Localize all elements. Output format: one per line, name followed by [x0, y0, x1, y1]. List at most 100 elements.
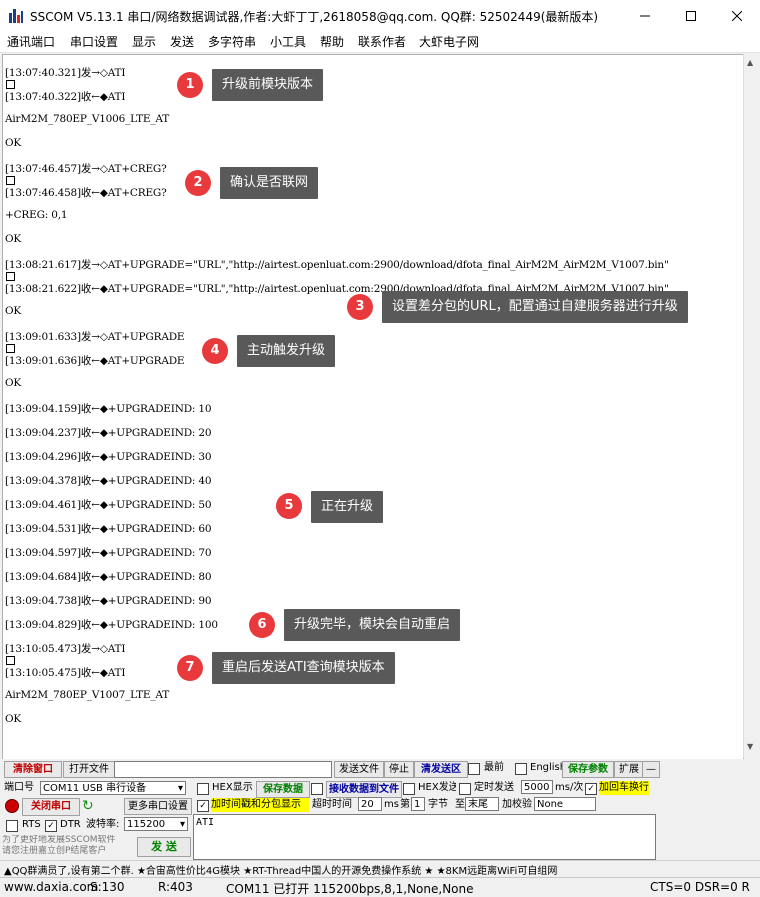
menu-help[interactable]: 帮助	[320, 35, 345, 49]
timeout-unit: ms	[384, 799, 399, 810]
log-line: OK	[5, 137, 22, 149]
received-count: R:403	[158, 880, 193, 894]
english-label: English	[530, 762, 567, 773]
log-line: [13:09:04.237]收←◆+UPGRADEIND: 20	[5, 427, 212, 439]
signal-status: CTS=0 DSR=0 R	[650, 880, 750, 894]
menu-display[interactable]: 显示	[132, 35, 157, 49]
website-link[interactable]: www.daxia.com	[4, 880, 99, 894]
dtr-checkbox[interactable]: ✓	[45, 820, 57, 832]
log-line: AirM2M_780EP_V1007_LTE_AT	[5, 689, 170, 701]
clear-window-button[interactable]: 清除窗口	[4, 761, 62, 778]
menu-send[interactable]: 发送	[170, 35, 195, 49]
log-line: [13:07:46.458]收←◆AT+CREG?	[5, 187, 167, 199]
log-line: OK	[5, 233, 22, 245]
rts-label: RTS	[22, 819, 41, 830]
log-line: +CREG: 0,1	[5, 209, 68, 221]
log-line: OK	[5, 377, 22, 389]
refresh-icon[interactable]: ↻	[82, 798, 94, 814]
scroll-down-icon[interactable]: ▼	[747, 742, 754, 751]
hex-send-label: HEX发送	[418, 782, 456, 793]
receive-to-file-checkbox[interactable]	[311, 783, 323, 795]
log-line: [13:09:04.597]收←◆+UPGRADEIND: 70	[5, 547, 212, 559]
send-button[interactable]: 发 送	[137, 837, 191, 857]
minimize-icon	[640, 15, 650, 16]
hex-send-checkbox[interactable]	[403, 783, 415, 795]
timestamp-checkbox[interactable]: ✓	[197, 800, 209, 812]
minimize-button[interactable]	[622, 0, 668, 31]
timed-send-checkbox[interactable]	[459, 783, 471, 795]
add-crlf-checkbox[interactable]: ✓	[585, 783, 597, 795]
log-line: OK	[5, 713, 22, 725]
menu-tools[interactable]: 小工具	[270, 35, 307, 49]
menu-serial-settings[interactable]: 串口设置	[70, 35, 119, 49]
ad-text[interactable]: ▲QQ群满员了,设有第二个群. ★合宙高性价比4G模块 ★RT-Thread中国…	[4, 866, 558, 877]
log-line: [13:09:04.531]收←◆+UPGRADEIND: 60	[5, 523, 212, 535]
receive-to-file-button[interactable]: 接收数据到文件	[326, 781, 402, 798]
checksum-select-value: None	[537, 799, 564, 810]
log-line: [13:09:04.684]收←◆+UPGRADEIND: 80	[5, 571, 212, 583]
menu-daxia-site[interactable]: 大虾电子网	[419, 35, 480, 49]
always-on-top-checkbox[interactable]	[468, 763, 480, 775]
log-line: [13:09:04.829]收←◆+UPGRADEIND: 100	[5, 619, 218, 631]
close-port-button[interactable]: 关闭串口	[22, 798, 80, 816]
promo-text: 为了更好地发展SSCOM软件 请您注册嘉立创P结尾客户	[2, 835, 116, 856]
menu-multi-string[interactable]: 多字符串	[208, 35, 257, 49]
log-separator-glyph	[6, 344, 15, 353]
annotation-callout-4: 主动触发升级	[237, 335, 336, 367]
timed-send-label: 定时发送	[474, 782, 514, 793]
expand-button[interactable]: 扩展	[614, 761, 644, 778]
annotation-callout-7: 重启后发送ATI查询模块版本	[212, 652, 395, 684]
rts-checkbox[interactable]	[6, 820, 18, 832]
checksum-select[interactable]: None	[534, 797, 596, 811]
port-select[interactable]: COM11 USB 串行设备 ▾	[40, 781, 186, 795]
close-button[interactable]	[714, 0, 760, 31]
hex-display-label: HEX显示	[212, 782, 253, 793]
annotation-badge-3: 3	[347, 294, 373, 320]
timeout-input[interactable]: 20	[358, 797, 382, 811]
send-textarea[interactable]: ATI	[193, 814, 656, 860]
annotation-callout-6: 升级完毕，模块会自动重启	[284, 609, 461, 641]
port-status-icon	[5, 799, 19, 813]
menu-contact-author[interactable]: 联系作者	[358, 35, 407, 49]
hex-display-checkbox[interactable]	[197, 783, 209, 795]
collapse-button[interactable]: —	[642, 761, 660, 778]
more-settings-button[interactable]: 更多串口设置	[124, 798, 192, 815]
window-title: SSCOM V5.13.1 串口/网络数据调试器,作者:大虾丁丁,2618058…	[30, 10, 599, 24]
save-data-button[interactable]: 保存数据	[256, 781, 310, 798]
baud-select[interactable]: 115200 ▾	[124, 817, 188, 831]
log-line: AirM2M_780EP_V1006_LTE_AT	[5, 113, 170, 125]
checksum-label: 加校验	[502, 799, 532, 810]
dtr-label: DTR	[60, 819, 81, 830]
to-label: 至	[455, 799, 465, 810]
annotation-badge-7: 7	[177, 655, 203, 681]
log-line: [13:09:04.738]收←◆+UPGRADEIND: 90	[5, 595, 212, 607]
menu-port[interactable]: 通讯端口	[7, 35, 56, 49]
title-bar: SSCOM V5.13.1 串口/网络数据调试器,作者:大虾丁丁,2618058…	[0, 0, 760, 31]
annotation-badge-5: 5	[276, 493, 302, 519]
log-separator-glyph	[6, 176, 15, 185]
file-path-input[interactable]	[114, 761, 332, 778]
send-file-button[interactable]: 发送文件	[334, 761, 384, 778]
clear-send-button[interactable]: 清发送区	[414, 761, 468, 778]
stop-button[interactable]: 停止	[384, 761, 414, 778]
log-line: [13:07:40.321]发→◇ATI	[5, 67, 126, 79]
open-file-button[interactable]: 打开文件	[63, 761, 115, 778]
log-scrollbar[interactable]: ▲ ▼	[743, 54, 759, 758]
log-separator-glyph	[6, 656, 15, 665]
nth-input[interactable]: 1	[411, 797, 425, 811]
port-select-value: COM11 USB 串行设备	[43, 783, 147, 794]
chevron-down-icon: ▾	[177, 783, 183, 794]
end-select-value: 末尾	[468, 799, 488, 810]
scroll-up-icon[interactable]: ▲	[747, 58, 754, 67]
annotation-callout-2: 确认是否联网	[220, 167, 319, 199]
interval-input[interactable]: 5000	[521, 780, 553, 794]
english-checkbox[interactable]	[515, 763, 527, 775]
log-line: [13:10:05.473]发→◇ATI	[5, 643, 126, 655]
receive-log[interactable]: [13:07:40.321]发→◇ATI[13:07:40.322]收←◆ATI…	[2, 54, 744, 760]
nth-label: 第	[400, 799, 410, 810]
maximize-icon	[686, 10, 696, 21]
maximize-button[interactable]	[668, 0, 714, 31]
annotation-callout-5: 正在升级	[311, 491, 384, 523]
save-params-button[interactable]: 保存参数	[562, 761, 614, 778]
end-select[interactable]: 末尾	[465, 797, 499, 811]
